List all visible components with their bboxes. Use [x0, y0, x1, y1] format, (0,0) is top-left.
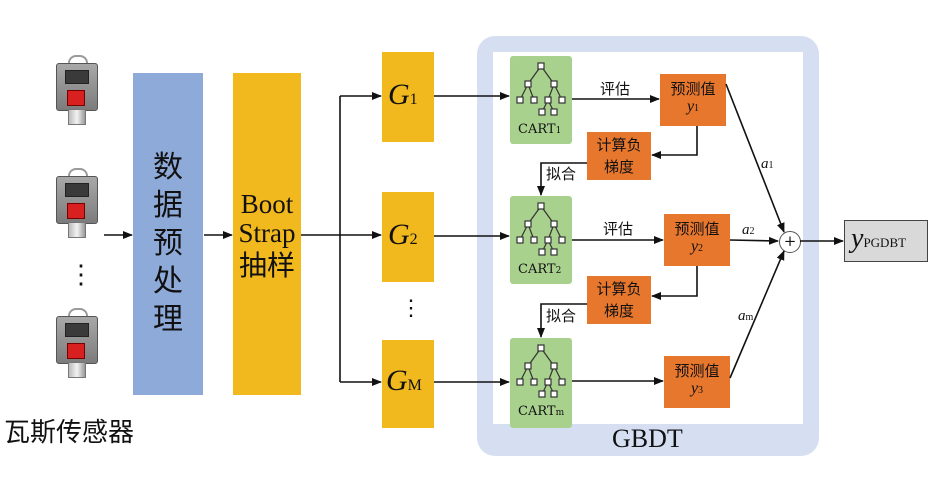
- pred-2-main: y: [690, 238, 699, 255]
- output-sub: PGDBT: [863, 235, 907, 250]
- grad-1-line2: 梯度: [603, 158, 634, 176]
- cart-1: CART1: [510, 56, 572, 144]
- tree-icon: [516, 344, 566, 398]
- cart-m-main: CART: [518, 404, 556, 419]
- subset-g2: G2: [382, 192, 434, 282]
- tree-icon: [516, 202, 566, 256]
- grad-1-line1: 计算负: [596, 136, 642, 154]
- gbdt-label: GBDT: [612, 424, 683, 453]
- cart-2-sub: 2: [555, 266, 562, 276]
- output-box: yPGDBT: [844, 220, 928, 262]
- weight-m-main: a: [738, 308, 746, 324]
- subset-g2-sub: 2: [409, 231, 418, 248]
- grad-2: 计算负 梯度: [587, 276, 651, 324]
- weight-m-sub: m: [745, 312, 754, 323]
- pred-1-main: y: [686, 98, 695, 115]
- subset-gm-sub: M: [407, 377, 422, 394]
- bootstrap-line3: 抽样: [238, 249, 295, 282]
- subset-gm-main: G: [386, 364, 408, 397]
- preprocess-box: 数据预处理: [133, 73, 203, 395]
- subset-g1: G1: [382, 52, 434, 142]
- tree-icon: [516, 62, 566, 116]
- evaluate-label-1: 评估: [600, 80, 631, 98]
- sensor-2: [54, 168, 98, 238]
- pred-2-sub: 2: [698, 243, 704, 254]
- weight-2-sub: 2: [749, 226, 755, 237]
- weight-2-main: a: [742, 222, 750, 238]
- sensor-ellipsis: ⋮: [68, 260, 94, 290]
- pred-3-label: 预测值: [674, 362, 720, 380]
- sum-node: +: [779, 231, 801, 253]
- cart-m: CARTm: [510, 338, 572, 428]
- grad-2-line1: 计算负: [596, 280, 642, 298]
- weight-1-sub: 1: [768, 160, 774, 171]
- cart-1-sub: 1: [555, 126, 562, 136]
- grad-2-line2: 梯度: [603, 302, 634, 320]
- sum-symbol: +: [783, 232, 797, 250]
- subset-gm: GM: [382, 340, 434, 428]
- subset-g1-main: G: [388, 78, 410, 111]
- grad-1: 计算负 梯度: [587, 132, 651, 180]
- pred-3-sub: 3: [698, 385, 704, 396]
- bootstrap-line1: Boot: [240, 189, 294, 219]
- bootstrap-line2: Strap: [238, 218, 296, 248]
- sensor-3: [54, 308, 98, 378]
- subset-ellipsis: ⋮: [400, 296, 422, 321]
- pred-3: 预测值 y3: [664, 356, 730, 408]
- bootstrap-box: Boot Strap 抽样: [233, 73, 301, 395]
- cart-2-main: CART: [518, 262, 556, 277]
- subset-g2-main: G: [388, 218, 410, 251]
- sensors-label: 瓦斯传感器: [4, 418, 135, 448]
- evaluate-label-2: 评估: [603, 220, 634, 238]
- cart-m-sub: m: [555, 408, 565, 418]
- pred-1: 预测值 y1: [660, 74, 726, 126]
- pred-3-main: y: [690, 380, 699, 397]
- cart-1-main: CART: [518, 122, 556, 137]
- subset-g1-sub: 1: [409, 91, 418, 108]
- cart-2: CART2: [510, 196, 572, 284]
- pred-1-label: 预测值: [670, 80, 716, 98]
- sensor-1: [54, 55, 98, 125]
- output-main: y: [851, 223, 864, 254]
- preprocess-label: 数据预处理: [153, 150, 183, 337]
- weight-1-main: a: [761, 156, 769, 172]
- fit-label-1: 拟合: [546, 165, 577, 183]
- pred-1-sub: 1: [694, 103, 700, 114]
- pred-2: 预测值 y2: [664, 214, 730, 266]
- fit-label-2: 拟合: [546, 307, 577, 325]
- pred-2-label: 预测值: [674, 220, 720, 238]
